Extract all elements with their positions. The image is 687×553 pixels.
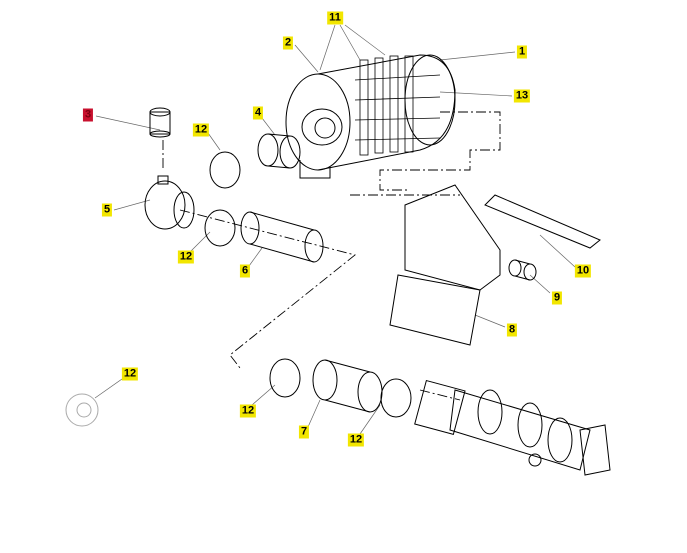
callout-12[interactable]: 12 [177,250,195,264]
part-7-sleeve [312,359,383,413]
callout-12[interactable]: 12 [347,433,365,447]
callout-3-selected[interactable]: 3 [82,108,94,122]
part-3-cap [149,107,171,138]
callout-12[interactable]: 12 [121,367,139,381]
callout-12[interactable]: 12 [239,404,257,418]
callout-2[interactable]: 2 [282,36,294,50]
air-cleaner-housing [285,54,456,179]
centerlines [162,111,501,401]
muffler [414,379,611,476]
callout-9[interactable]: 9 [551,291,563,305]
callout-5[interactable]: 5 [101,203,113,217]
part-6-hose [240,211,324,263]
callout-1[interactable]: 1 [516,45,528,59]
callout-7[interactable]: 7 [298,425,310,439]
leader-lines [94,24,576,435]
part-5-elbow [144,175,195,230]
callout-11[interactable]: 11 [327,11,343,25]
callout-12[interactable]: 12 [192,123,210,137]
callout-4[interactable]: 4 [252,106,264,120]
bracket-assembly [389,184,601,346]
callout-6[interactable]: 6 [239,264,251,278]
callout-13[interactable]: 13 [513,89,531,103]
callout-10[interactable]: 10 [574,264,592,278]
callout-8[interactable]: 8 [506,323,518,337]
part-4-sleeve [257,133,301,169]
